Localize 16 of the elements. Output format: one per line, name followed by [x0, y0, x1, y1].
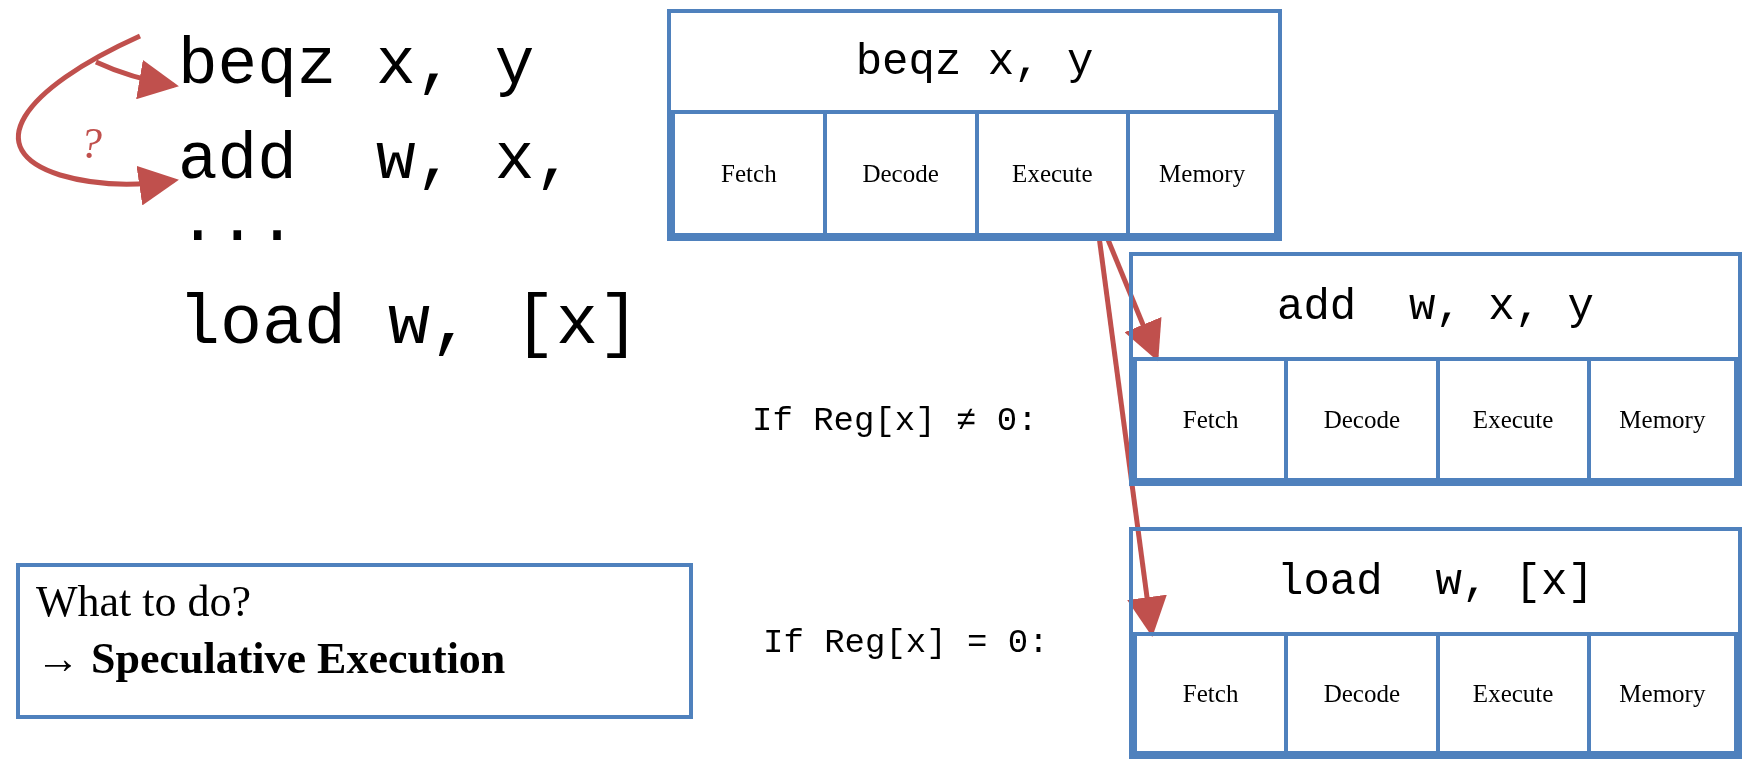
condition-label: If Reg[x] ≠ 0: [752, 402, 1038, 440]
pipeline-table [667, 9, 1282, 241]
code-line: beqz x, y [178, 33, 598, 103]
note-text: What to do? [36, 576, 253, 628]
pipeline-table [1129, 527, 1742, 759]
arrow [94, 59, 179, 99]
answer-text: → Speculative Execution [36, 633, 507, 686]
pipeline-table [1129, 252, 1742, 486]
condition-label: If Reg[x] = 0: [763, 624, 1049, 662]
edge-label: ? [80, 118, 102, 169]
instruction-label: add w, x, y [1276, 281, 1595, 332]
instruction-label: beqz x, y [854, 36, 1095, 87]
arrow [16, 33, 179, 205]
instruction-label: load w, [x] [1276, 556, 1595, 607]
code-line: load w, [x] [178, 290, 641, 360]
note-box [16, 563, 693, 719]
